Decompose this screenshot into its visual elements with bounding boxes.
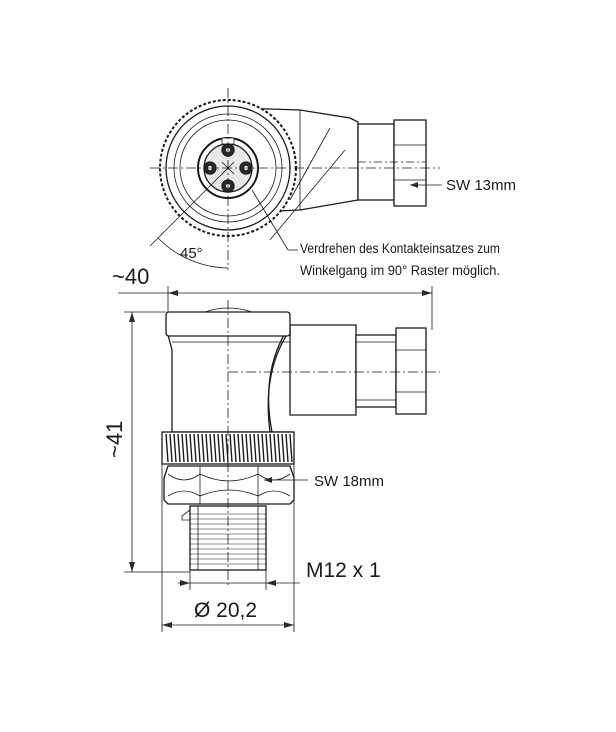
wrench-size-top-label: SW 13mm bbox=[446, 177, 516, 194]
wrench-size-bottom-label: SW 18mm bbox=[314, 473, 384, 490]
dimension-width-label: ~40 bbox=[112, 264, 149, 289]
thread-size-label: M12 x 1 bbox=[306, 559, 381, 582]
side-view-cable-outlet bbox=[289, 324, 357, 416]
side-view: SW 18mm bbox=[161, 300, 440, 585]
side-view-hex-nut bbox=[163, 465, 295, 505]
side-view-housing bbox=[167, 327, 292, 433]
dimension-width: ~40 bbox=[112, 264, 433, 330]
knurl-pattern bbox=[165, 433, 293, 463]
dimension-height-label: ~41 bbox=[102, 421, 127, 458]
angle-arc bbox=[157, 237, 229, 269]
thread-dimension: M12 x 1 bbox=[178, 559, 381, 590]
dimension-diameter: Ø 20,2 bbox=[161, 464, 295, 632]
rotation-note-line1: Verdrehen des Kontakteinsatzes zum bbox=[300, 241, 500, 256]
rotation-note-line2: Winkelgang im 90° Raster möglich. bbox=[300, 263, 500, 278]
side-view-cable-nut bbox=[395, 327, 427, 415]
angle-label: 45° bbox=[180, 245, 203, 262]
dimension-height: ~41 bbox=[102, 311, 190, 573]
dimension-diameter-label: Ø 20,2 bbox=[194, 599, 257, 622]
top-view: 45° Verdrehen des Kontakteinsatzes zum W… bbox=[149, 88, 516, 278]
